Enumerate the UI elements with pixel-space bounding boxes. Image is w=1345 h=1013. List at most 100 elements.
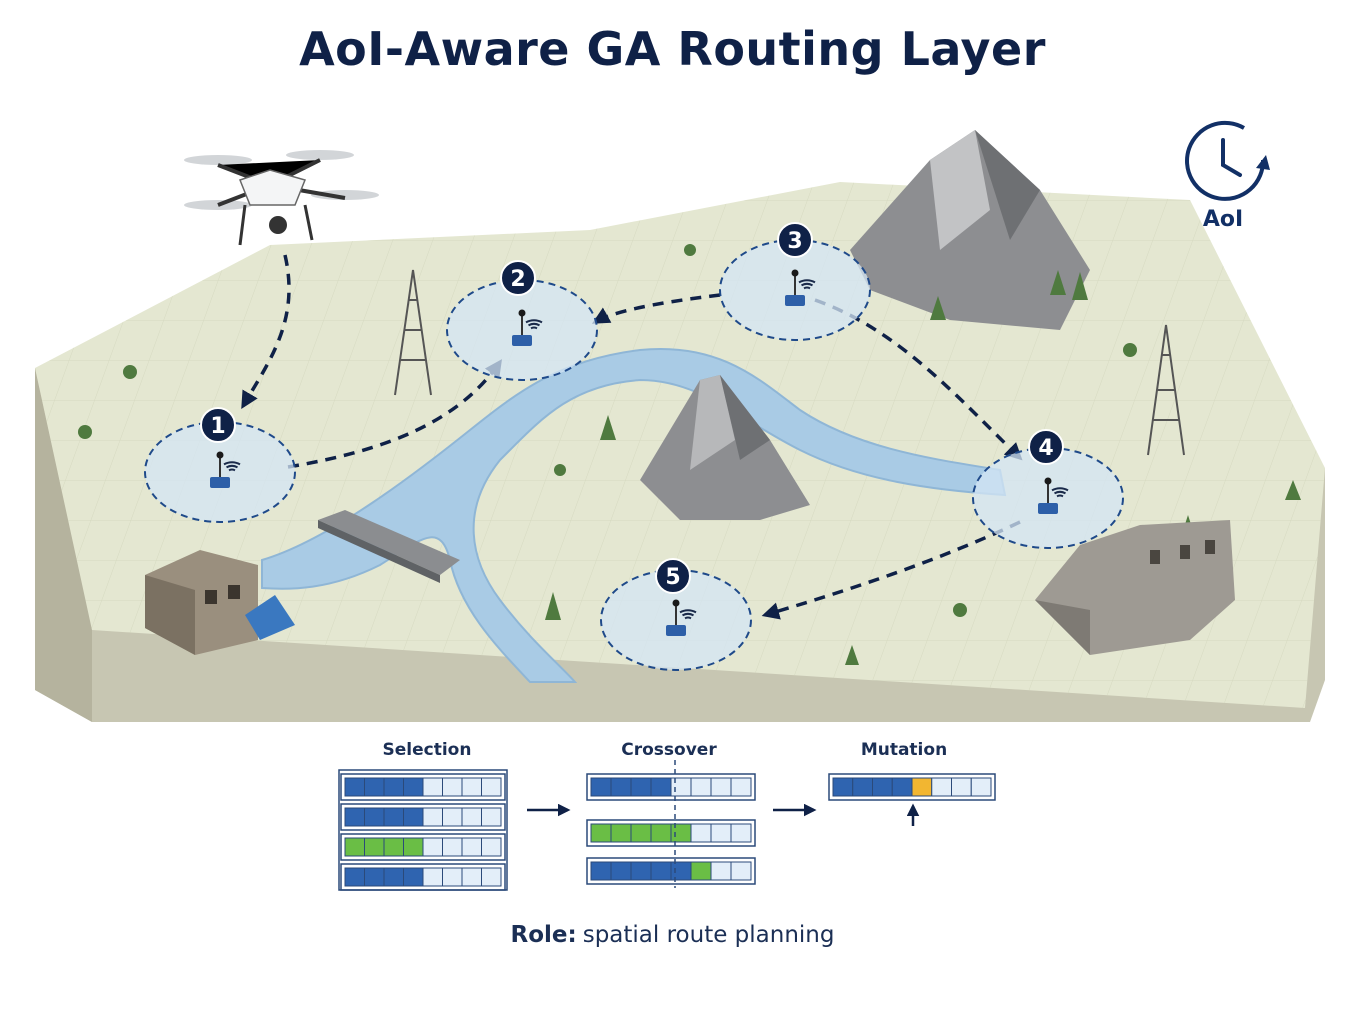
route-leg-4-5: [761, 520, 1021, 620]
gene-cell: [461, 807, 482, 827]
gene-cell: [403, 837, 424, 857]
gene-cell: [403, 807, 424, 827]
gene-cell: [364, 837, 385, 857]
gene-cell: [630, 777, 652, 797]
node-number: 5: [665, 565, 680, 590]
selection-chromosome: [340, 773, 506, 801]
gene-cell: [461, 837, 482, 857]
gene-cell: [670, 861, 692, 881]
wifi-icon: [1051, 487, 1069, 498]
gene-cell: [832, 777, 854, 797]
gene-cell: [422, 777, 443, 797]
gene-cell: [383, 807, 404, 827]
node-number: 4: [1038, 436, 1053, 461]
gene-cell: [951, 777, 972, 797]
sensor-node: 5: [600, 558, 752, 671]
gene-cell: [422, 867, 443, 887]
gene-cell: [590, 777, 612, 797]
node-number-badge: [200, 407, 236, 443]
diagram-title: AoI-Aware GA Routing Layer: [299, 22, 1046, 76]
selection-chromosome: [340, 833, 506, 861]
selection-pool-frame: [338, 769, 508, 891]
gene-cell: [481, 867, 502, 887]
selection-chromosome: [340, 803, 506, 831]
northern-mountain: [850, 130, 1090, 330]
sensor-node: 4: [972, 429, 1124, 549]
gene-cell: [383, 867, 404, 887]
gene-cell: [344, 837, 365, 857]
sensor-nodes: 1 2 3 4 5: [144, 222, 1124, 671]
selection-label: Selection: [382, 740, 472, 760]
gene-cell: [610, 861, 632, 881]
gene-cell: [690, 861, 712, 881]
sensor-device-icon: [785, 295, 805, 306]
bridge: [318, 510, 460, 583]
gene-cell: [344, 867, 365, 887]
gene-cell: [650, 861, 672, 881]
selection-chromosome: [340, 863, 506, 891]
sensor-device-icon: [666, 625, 686, 636]
gene-cell: [630, 823, 652, 843]
gene-cell: [690, 777, 712, 797]
gene-cell: [383, 777, 404, 797]
gene-cell: [344, 777, 365, 797]
mutation-label: Mutation: [860, 740, 948, 760]
sensor-node: 3: [719, 222, 871, 341]
node-number: 1: [210, 414, 225, 439]
aoi-label: AoI: [1202, 207, 1244, 232]
gene-cell: [610, 777, 632, 797]
gene-cell: [730, 861, 752, 881]
gene-cell: [911, 777, 933, 797]
route-leg-1-2: [287, 359, 502, 469]
route-leg-3-2: [591, 293, 721, 324]
sensor-device-icon: [210, 477, 230, 488]
gene-cell: [383, 837, 404, 857]
gene-cell: [422, 837, 443, 857]
gene-cell: [481, 777, 502, 797]
gene-cell: [403, 867, 424, 887]
drone: [184, 150, 379, 246]
node-number: 2: [510, 267, 525, 292]
cell-tower-left: [394, 269, 432, 396]
gene-cell: [364, 777, 385, 797]
gene-cell: [442, 867, 463, 887]
wifi-icon: [679, 609, 697, 620]
clock-refresh-icon: [1185, 120, 1270, 201]
gene-cell: [461, 777, 482, 797]
gene-cell: [344, 807, 365, 827]
gene-cell: [931, 777, 952, 797]
node-number-badge: [1028, 429, 1064, 465]
gene-cell: [670, 823, 692, 843]
crossover-offspring: [586, 857, 756, 885]
node-number-badge: [777, 222, 813, 258]
gene-cell: [650, 777, 672, 797]
gene-cell: [442, 837, 463, 857]
role-text: spatial route planning: [582, 922, 835, 948]
gene-cell: [422, 807, 443, 827]
gene-cell: [403, 777, 424, 797]
gene-cell: [690, 823, 712, 843]
route-leg-drone-1: [241, 254, 291, 410]
gene-cell: [710, 777, 732, 797]
gene-cell: [630, 861, 652, 881]
gene-cell: [670, 777, 692, 797]
cell-tower-right: [1147, 324, 1185, 456]
gene-cell: [610, 823, 632, 843]
gene-cell: [590, 823, 612, 843]
gene-cell: [442, 807, 463, 827]
node-number-badge: [500, 260, 536, 296]
gene-cell: [970, 777, 992, 797]
node-number-badge: [655, 558, 691, 594]
gene-cell: [730, 777, 752, 797]
gene-cell: [481, 837, 502, 857]
role-label: Role:: [510, 922, 577, 948]
sensor-node: 2: [446, 260, 598, 381]
gene-cell: [650, 823, 672, 843]
gene-cell: [442, 777, 463, 797]
wifi-icon: [525, 319, 543, 330]
crossover-parent: [586, 773, 756, 801]
gene-cell: [481, 807, 502, 827]
gene-cell: [710, 823, 732, 843]
damaged-building: [145, 550, 295, 655]
